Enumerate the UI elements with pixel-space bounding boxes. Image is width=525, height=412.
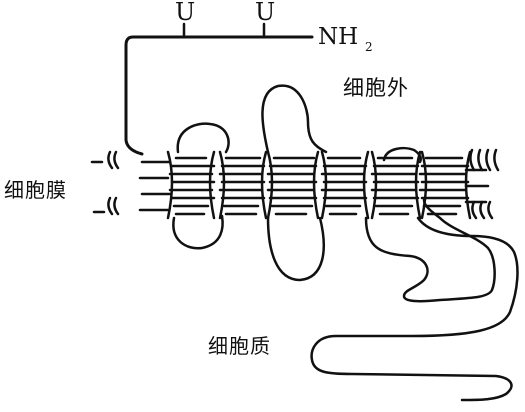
extracellular-label: 细胞外 bbox=[343, 76, 409, 100]
cytoplasmic-loop-2 bbox=[266, 216, 325, 282]
glycosylation-mark-1: U bbox=[175, 0, 196, 26]
c-terminal-tail bbox=[310, 216, 519, 402]
cytoplasm-label: 细胞质 bbox=[208, 334, 271, 358]
lipid-bilayer-tails bbox=[90, 148, 500, 220]
cytoplasmic-loop-3 bbox=[364, 198, 496, 303]
membrane-label: 细胞膜 bbox=[4, 178, 67, 202]
n-terminus-label: NH bbox=[318, 24, 359, 50]
cytoplasmic-loop-1 bbox=[172, 214, 224, 250]
extracellular-loop-3 bbox=[382, 146, 422, 164]
n-terminus-subscript: 2 bbox=[365, 40, 373, 54]
transmembrane-helices bbox=[138, 156, 490, 216]
extracellular-loop-2 bbox=[261, 84, 328, 154]
helix-connectors bbox=[166, 150, 472, 220]
glycosylation-mark-2: U bbox=[255, 0, 276, 26]
extracellular-loop-1 bbox=[176, 122, 230, 154]
n-terminal-chain bbox=[124, 35, 314, 156]
